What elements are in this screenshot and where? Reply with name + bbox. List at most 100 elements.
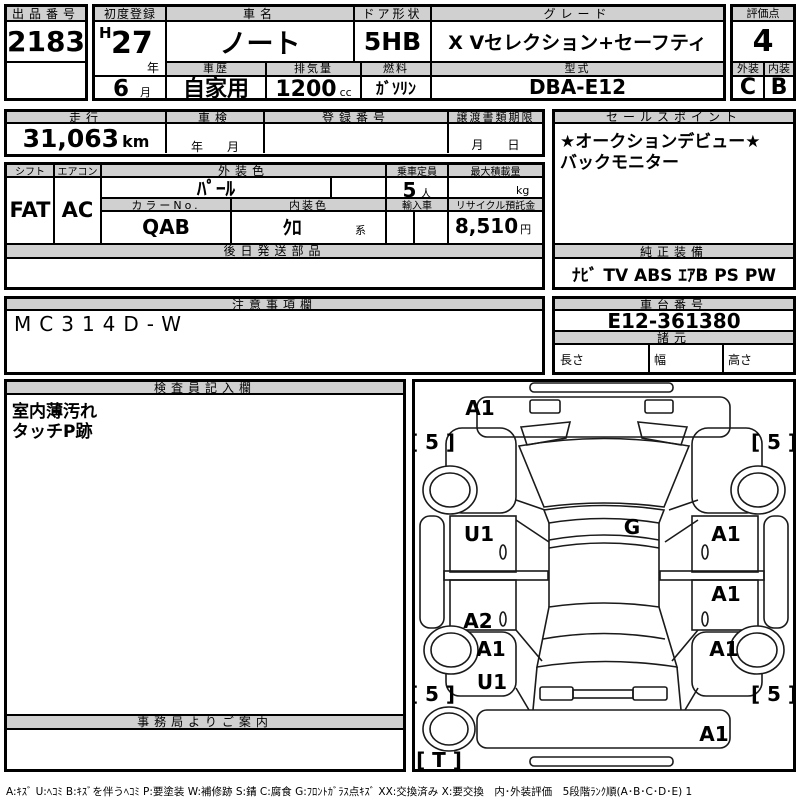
damage-label: [ 5 ]	[751, 682, 793, 706]
sales-points-line1: ★オークションデビュー★	[560, 132, 761, 152]
plate-mount-right	[632, 686, 668, 701]
divider-line	[447, 165, 449, 243]
inspector-box	[4, 379, 406, 772]
dimensions-height-label: 高さ	[728, 353, 753, 367]
hood	[517, 437, 691, 508]
mileage-header-band	[7, 112, 542, 123]
legend: A:ｷｽﾞ U:ﾍｺﾐ B:ｷｽﾞを伴うﾍｺﾐ P:要塗装 W:補修跡 S:錆 …	[6, 786, 693, 798]
main-top-box	[92, 4, 726, 101]
wheel-rear-right-inner	[736, 632, 778, 668]
max-load-unit: kg	[516, 184, 530, 197]
divider-line	[360, 61, 362, 98]
divider-line	[95, 75, 723, 77]
chassis-box	[552, 296, 796, 375]
remarks-value: MC314D-W	[14, 312, 189, 336]
headlight-left	[519, 421, 572, 446]
divider-line	[648, 345, 650, 372]
top-header-band	[95, 7, 723, 20]
lot-header-band	[7, 7, 85, 20]
handle-rear-left	[499, 611, 507, 627]
aircon-header: エアコン	[57, 167, 98, 178]
divider-line	[330, 178, 332, 197]
shift-value: FAT	[9, 198, 51, 222]
spare-tire-inner	[429, 712, 469, 746]
exterior-color-header: 外装色	[217, 164, 269, 178]
door-front-right	[691, 515, 759, 573]
exterior-grade-header: 外装	[737, 62, 759, 75]
front-bumper-strip	[529, 382, 674, 393]
door-rear-left	[449, 579, 517, 631]
diagram-box	[412, 379, 796, 772]
displacement-header: 排気量	[294, 62, 333, 75]
divider-line	[263, 112, 265, 153]
inspector-header: 検査員記入欄	[153, 381, 256, 395]
divider-line	[7, 243, 542, 245]
grade-value: X Vセレクション+セーフティ	[448, 32, 707, 54]
divider-line	[413, 210, 415, 243]
wheel-front-right-inner	[737, 472, 779, 508]
divider-line	[555, 257, 793, 259]
score-header: 評価点	[746, 7, 780, 20]
lot-header: 出品番号	[11, 6, 80, 21]
front-lamp-right	[644, 399, 674, 414]
damage-label: [ 5 ]	[415, 430, 455, 454]
door-front-left	[449, 515, 517, 573]
sales-points-line2: バックモニター	[560, 153, 679, 173]
damage-label: [ 5 ]	[415, 682, 455, 706]
divider-line	[555, 243, 793, 245]
damage-label: A2	[463, 609, 492, 633]
registration-number-header: 登録番号	[321, 110, 390, 125]
wheel-front-left-inner	[429, 472, 471, 508]
rear-window-arc	[542, 632, 666, 640]
colorno-header-band	[100, 199, 542, 210]
damage-label: G	[624, 515, 640, 539]
aircon-value: AC	[61, 198, 94, 222]
damage-label: A1	[476, 637, 505, 661]
imported-header: 輸入車	[402, 201, 432, 212]
first-registration-month-unit: 月	[140, 86, 151, 99]
divider-line	[555, 330, 793, 332]
roof-sides	[548, 523, 660, 607]
equipment-value: ﾅﾋﾞ TV ABS ｴｱB PS PW	[571, 265, 777, 286]
capacity-value: 5	[402, 178, 417, 202]
divider-line	[100, 210, 542, 212]
sill-right	[763, 515, 789, 629]
interior-grade-header: 内装	[768, 62, 790, 75]
fuel-header: 燃料	[383, 62, 409, 75]
interior-color-header: 内装色	[289, 198, 328, 212]
front-panel	[476, 396, 731, 438]
divider-line	[353, 7, 355, 61]
sub-header-band	[165, 61, 723, 75]
interior-color-suffix: 系	[355, 224, 366, 237]
office-header: 事務局よりご案内	[137, 715, 273, 729]
headlight-right	[636, 421, 689, 446]
divider-line	[7, 61, 85, 63]
history-value: 自家用	[182, 77, 249, 102]
remarks-header: 注意事項欄	[231, 297, 317, 312]
trunk-sides	[532, 666, 682, 711]
damage-label: U1	[464, 522, 494, 546]
damage-label: A1	[711, 522, 740, 546]
divider-line	[7, 176, 542, 178]
divider-line	[733, 20, 793, 22]
handle-front-left	[499, 544, 507, 560]
divider-line	[53, 165, 55, 243]
divider-line	[7, 122, 542, 124]
inspection-value: 年 月	[190, 140, 239, 154]
connector-lines	[515, 499, 699, 711]
chassis-header: 車台番号	[639, 297, 708, 312]
history-header: 車歴	[203, 62, 229, 75]
divider-line	[7, 393, 403, 395]
mileage-value: 31,063	[22, 124, 120, 153]
score-box	[730, 4, 796, 101]
remarks-header-band	[7, 299, 542, 309]
mileage-unit: km	[122, 132, 150, 151]
divider-line	[7, 714, 403, 716]
damage-label: A1	[465, 396, 494, 420]
divider-line	[165, 61, 723, 63]
score-header-band	[733, 7, 793, 20]
